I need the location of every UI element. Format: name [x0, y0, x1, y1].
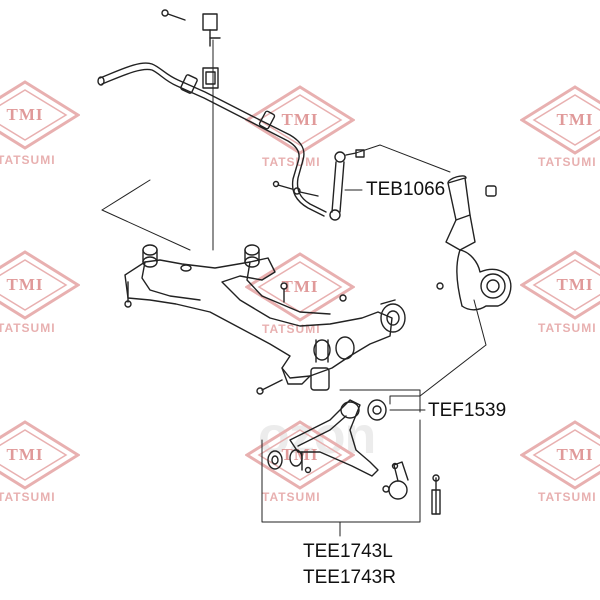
tmi-watermark-logo: TMI: [0, 80, 81, 150]
tmi-logo-text: TMI: [556, 110, 594, 129]
tmi-logo-text: TMI: [6, 275, 44, 294]
tatsumi-watermark-text: TATSUMI: [0, 153, 56, 167]
subframe-bushing: [380, 299, 406, 333]
stabilizer-link: [272, 149, 365, 221]
tatsumi-watermark-text: TATSUMI: [538, 155, 597, 169]
diamond-logo-icon: [0, 80, 81, 150]
tmi-logo-text: TMI: [6, 105, 44, 124]
tmi-watermark-logo: TMI: [519, 420, 600, 490]
label-stabilizer-link: TEB1066: [366, 179, 446, 200]
tmi-watermark-logo: TMI: [244, 85, 356, 155]
label-control-arm-left: TEE1743L: [303, 541, 393, 562]
diamond-logo-icon: [0, 250, 81, 320]
tmi-logo-text: TMI: [6, 445, 44, 464]
diamond-logo-icon: [244, 420, 356, 490]
tatsumi-watermark-text: TATSUMI: [262, 155, 321, 169]
tmi-watermark-logo: TMI: [0, 420, 81, 490]
tmi-watermark-logo: TMI: [519, 85, 600, 155]
diamond-logo-icon: [519, 250, 600, 320]
tatsumi-watermark-text: TATSUMI: [0, 490, 56, 504]
stabilizer-bar: [97, 62, 327, 217]
tatsumi-watermark-text: TATSUMI: [538, 321, 597, 335]
control-arm: [267, 399, 441, 515]
leader-lines: [101, 39, 487, 537]
subframe: [124, 244, 393, 395]
diamond-logo-icon: [519, 85, 600, 155]
tatsumi-watermark-text: TATSUMI: [262, 490, 321, 504]
label-control-arm-right: TEE1743R: [303, 567, 396, 588]
tmi-logo-text: TMI: [556, 445, 594, 464]
tatsumi-watermark-text: TATSUMI: [538, 490, 597, 504]
diamond-logo-icon: [0, 420, 81, 490]
tmi-logo-text: TMI: [281, 110, 319, 129]
tmi-logo-text: TMI: [281, 277, 319, 296]
tatsumi-watermark-text: TATSUMI: [0, 321, 56, 335]
diamond-logo-icon: [244, 85, 356, 155]
tmi-watermark-logo: TMI: [519, 250, 600, 320]
label-bushing: TEF1539: [428, 400, 507, 421]
diamond-logo-icon: [519, 420, 600, 490]
steering-knuckle: [436, 175, 512, 311]
tmi-logo-text: TMI: [556, 275, 594, 294]
tmi-watermark-logo: TMI: [0, 250, 81, 320]
